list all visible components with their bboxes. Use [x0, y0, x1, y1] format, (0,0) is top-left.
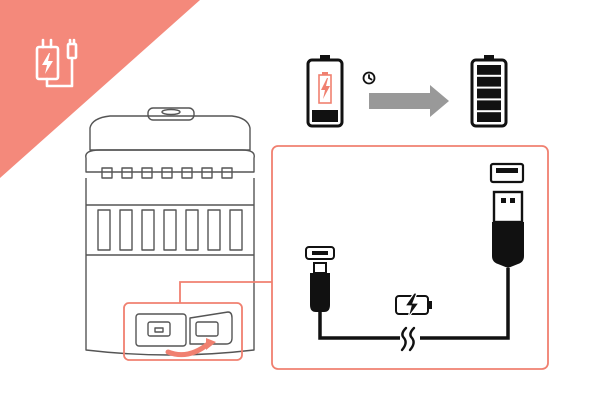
- micro-usb-plug-icon: [310, 263, 330, 312]
- battery-segment: [477, 112, 501, 122]
- lantern-device-icon: [86, 108, 254, 355]
- corner-badge: [0, 0, 200, 178]
- port-highlight-box: [124, 303, 242, 360]
- battery-low-charging-icon: [308, 55, 342, 126]
- battery-segment: [477, 77, 501, 87]
- battery-low-level: [312, 110, 338, 122]
- battery-segment: [477, 65, 501, 75]
- usb-a-plug-icon: [492, 192, 524, 268]
- battery-charging-icon: [396, 293, 432, 318]
- usb-a-port-icon: [491, 164, 523, 182]
- battery-segment: [477, 89, 501, 99]
- right-arrow-icon: [369, 85, 449, 117]
- callout-connector: [180, 282, 272, 303]
- battery-full-segments: [477, 65, 501, 122]
- micro-usb-port-icon: [306, 247, 334, 259]
- battery-segment: [477, 100, 501, 110]
- cable-break-icon: [402, 328, 414, 350]
- clock-icon: [364, 73, 375, 84]
- battery-full-icon: [472, 55, 506, 126]
